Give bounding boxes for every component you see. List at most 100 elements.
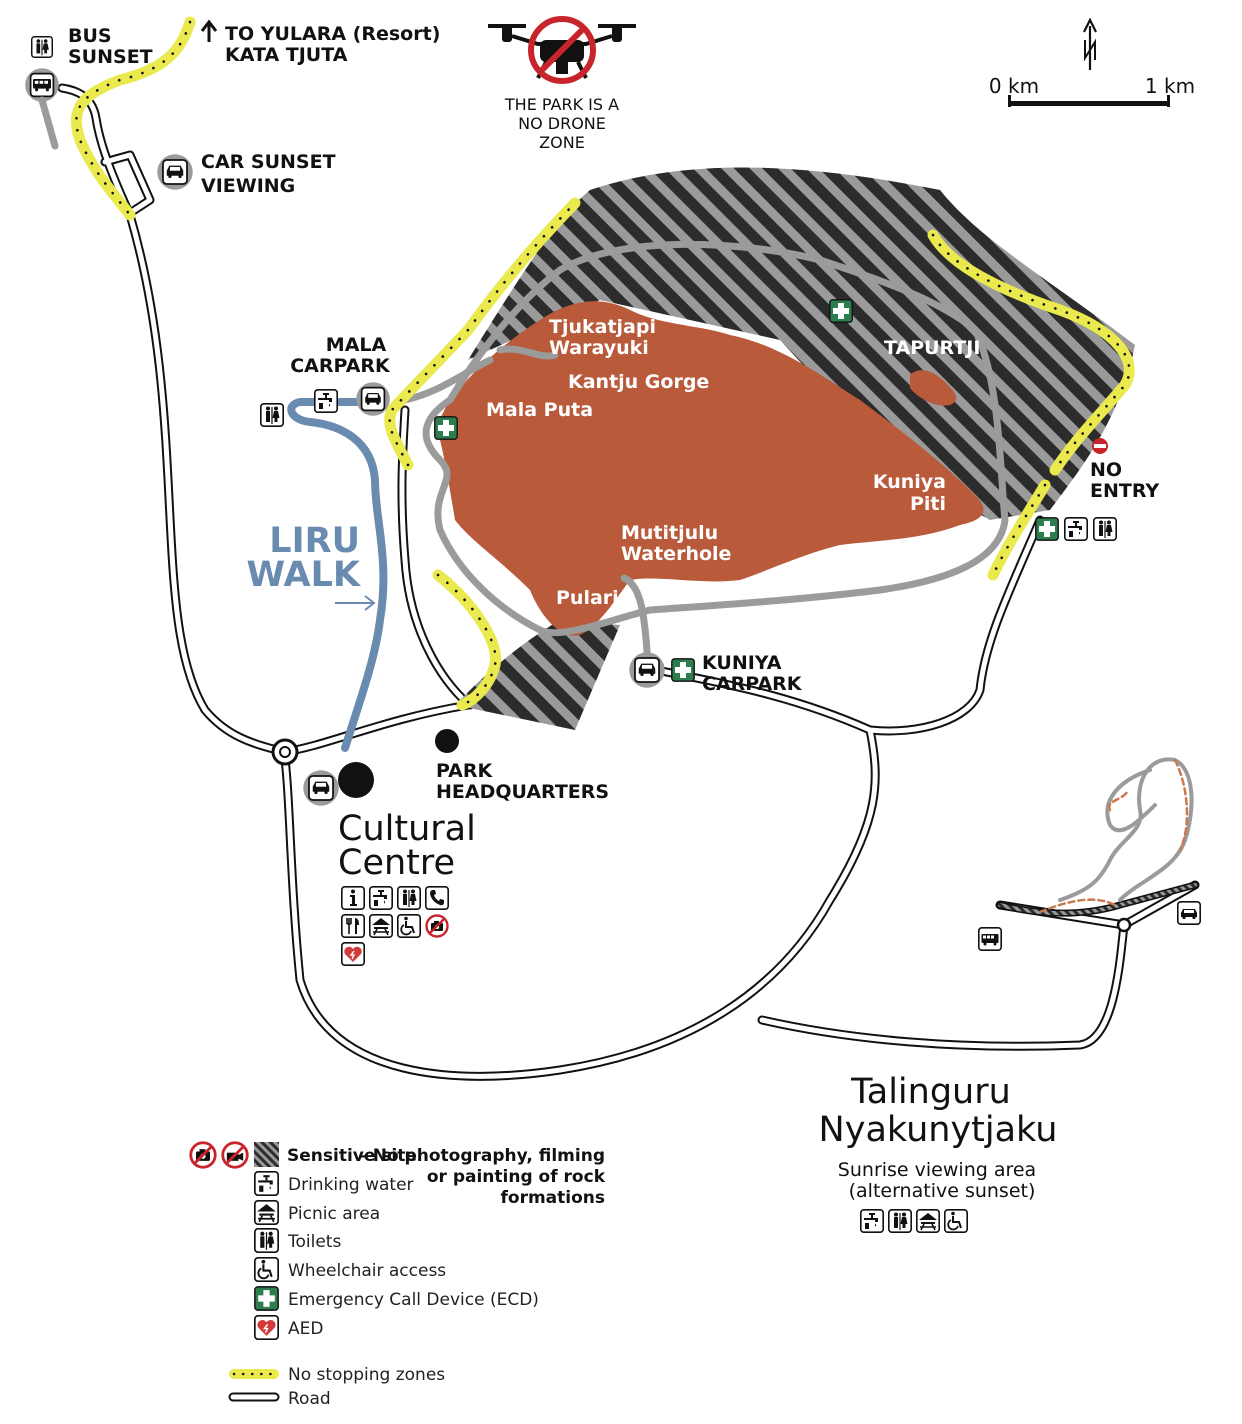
- car-sunset-line1: CAR SUNSET: [201, 151, 336, 173]
- sensitive-site-swatch: [254, 1142, 279, 1167]
- pulari-label: Pulari: [556, 587, 619, 609]
- car-icon: [156, 153, 194, 191]
- no-filming-icon: [221, 1141, 249, 1169]
- place-labels: MALA CARPARK LIRU WALK NO ENTRY KUNIYA C…: [246, 334, 1159, 1202]
- roads: [57, 83, 1200, 1081]
- cultural-centre-marker: [338, 762, 374, 798]
- mala-carpark-line1: MALA: [326, 334, 387, 356]
- sunrise-line1: Sunrise viewing area: [838, 1159, 1036, 1181]
- park-hq-marker: [435, 729, 459, 753]
- base-walk-track: [401, 240, 1009, 672]
- aed-heart-icon: [341, 942, 365, 966]
- kuniya-carpark-line1: KUNIYA: [702, 652, 782, 674]
- phone-icon: [425, 886, 449, 910]
- emergency-call-device-icon: [254, 1286, 279, 1311]
- mutitjulu-line2: Waterhole: [621, 543, 731, 565]
- mutitjulu-line1: Mutitjulu: [621, 522, 718, 544]
- legend-no-stopping: No stopping zones: [288, 1365, 445, 1385]
- legend-picnic-area: Picnic area: [288, 1204, 380, 1224]
- park-hq-line1: PARK: [436, 760, 494, 782]
- legend-sensitive-title: Sensitive site: [287, 1146, 417, 1166]
- toilets-icon: [888, 1209, 912, 1233]
- map-icons: [24, 36, 1201, 1233]
- legend-toilets: Toilets: [287, 1232, 341, 1252]
- cultural-centre-line2: Centre: [338, 843, 455, 883]
- picnic-table-icon: [916, 1209, 940, 1233]
- wheelchair-icon: [397, 914, 421, 938]
- legend-sensitive-desc-1: – No photography, filming: [358, 1146, 605, 1166]
- legend-sensitive-desc-3: formations: [501, 1188, 606, 1208]
- uluru-rock: [434, 301, 984, 636]
- kata-tjuta-label: KATA TJUTA: [225, 44, 348, 66]
- legend-sensitive-desc-2: or painting of rock: [427, 1167, 606, 1187]
- kuniya-piti-line2: Piti: [910, 493, 946, 515]
- legend: Sensitive site – No photography, filming…: [189, 1141, 606, 1409]
- wheelchair-icon: [254, 1257, 279, 1282]
- no-drone-icon: [488, 16, 636, 84]
- kuniya-carpark-line2: CARPARK: [702, 673, 803, 695]
- toilets-icon: [31, 36, 53, 58]
- drinking-water-icon: [860, 1209, 884, 1233]
- drone-line2: NO DRONE: [518, 114, 606, 133]
- toilets-icon: [254, 1228, 279, 1253]
- picnic-table-icon: [254, 1200, 279, 1225]
- scale-bar: [1008, 95, 1170, 107]
- talinguru-viewing-area-tracks: [996, 757, 1199, 917]
- cultural-centre-line1: Cultural: [338, 809, 476, 849]
- bus-sunset-line1: BUS: [68, 25, 112, 47]
- liru-walk-line1: LIRU: [269, 521, 360, 561]
- emergency-call-device-icon: [1035, 517, 1059, 541]
- mala-carpark-line2: CARPARK: [290, 355, 391, 377]
- rock-site-labels: Tjukatjapi Warayuki Kantju Gorge Mala Pu…: [486, 316, 980, 609]
- kantju-gorge-label: Kantju Gorge: [568, 371, 709, 393]
- up-arrow-icon: [200, 19, 218, 42]
- legend-wheelchair: Wheelchair access: [288, 1261, 446, 1281]
- top-labels: BUS SUNSET TO YULARA (Resort) KATA TJUTA…: [68, 19, 1195, 197]
- drinking-water-icon: [369, 886, 393, 910]
- car-icon: [302, 769, 340, 807]
- bus-icon: [978, 927, 1002, 951]
- liru-direction-arrow-icon: [335, 595, 376, 611]
- to-yulara-label: TO YULARA (Resort): [225, 23, 440, 45]
- talinguru-line1: Talinguru: [850, 1072, 1011, 1112]
- sensitive-site-areas: [455, 167, 1135, 730]
- car-icon: [355, 381, 391, 417]
- tjukatjapi-line2: Warayuki: [549, 337, 649, 359]
- car-icon: [628, 651, 666, 689]
- kuniya-piti-line1: Kuniya: [873, 471, 946, 493]
- legend-ecd: Emergency Call Device (ECD): [288, 1290, 539, 1310]
- information-icon: [341, 886, 365, 910]
- bus-sunset-line2: SUNSET: [68, 46, 153, 68]
- no-entry-line1: NO: [1090, 459, 1122, 481]
- scale-start: 0 km: [989, 74, 1039, 98]
- tapurtji-label: TAPURTJI: [884, 337, 980, 359]
- no-entry-icon: [1092, 438, 1108, 454]
- no-entry-line2: ENTRY: [1090, 480, 1159, 502]
- legend-aed: AED: [288, 1319, 323, 1339]
- drinking-water-icon: [254, 1171, 279, 1196]
- north-arrow-icon: [1083, 17, 1097, 70]
- emergency-call-device-icon: [434, 416, 458, 440]
- aed-heart-icon: [254, 1315, 279, 1340]
- car-icon: [1177, 901, 1201, 925]
- legend-drinking-water: Drinking water: [288, 1175, 414, 1195]
- no-stopping-zones: [70, 16, 1135, 711]
- liru-walk-track: [287, 398, 388, 752]
- scale-end: 1 km: [1145, 74, 1195, 98]
- no-photography-icon: [425, 914, 449, 938]
- no-photography-icon: [189, 1141, 217, 1169]
- picnic-table-icon: [369, 914, 393, 938]
- sunrise-line2: (alternative sunset): [849, 1180, 1036, 1202]
- wheelchair-icon: [944, 1209, 968, 1233]
- emergency-call-device-icon: [829, 299, 853, 323]
- mala-puta-label: Mala Puta: [486, 399, 593, 421]
- emergency-call-device-icon: [671, 658, 695, 682]
- toilets-icon: [260, 403, 284, 427]
- legend-road: Road: [288, 1389, 331, 1409]
- car-sunset-line2: VIEWING: [201, 175, 295, 197]
- tjukatjapi-line1: Tjukatjapi: [549, 316, 656, 338]
- tapurtji-rock: [910, 370, 957, 406]
- drinking-water-icon: [1064, 517, 1088, 541]
- fork-knife-icon: [341, 914, 365, 938]
